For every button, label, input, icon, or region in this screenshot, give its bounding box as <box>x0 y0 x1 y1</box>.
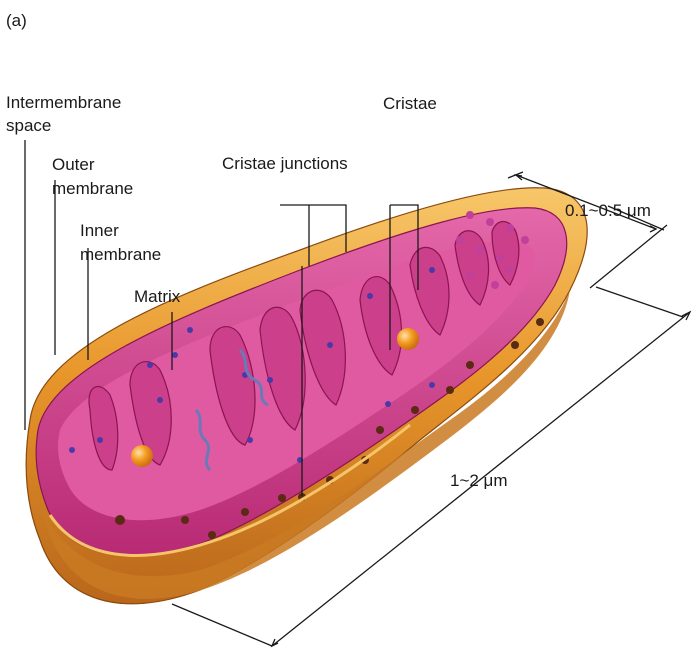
label-intermembrane-line1: Intermembrane <box>6 93 121 112</box>
panel-label: (a) <box>6 11 27 30</box>
label-cristae: Cristae <box>383 94 437 113</box>
matrix-granule-small <box>131 445 153 467</box>
label-inner-line1: Inner <box>80 221 119 240</box>
label-intermembrane-line2: space <box>6 116 51 135</box>
label-outer-line2: membrane <box>52 179 133 198</box>
label-width-dimension: 0.1~0.5 μm <box>565 201 651 220</box>
label-matrix: Matrix <box>134 287 181 306</box>
label-outer-line1: Outer <box>52 155 95 174</box>
label-cristae-junctions: Cristae junctions <box>222 154 348 173</box>
label-inner-line2: membrane <box>80 245 161 264</box>
label-length-dimension: 1~2 μm <box>450 471 508 490</box>
matrix-granule-large <box>397 328 419 350</box>
